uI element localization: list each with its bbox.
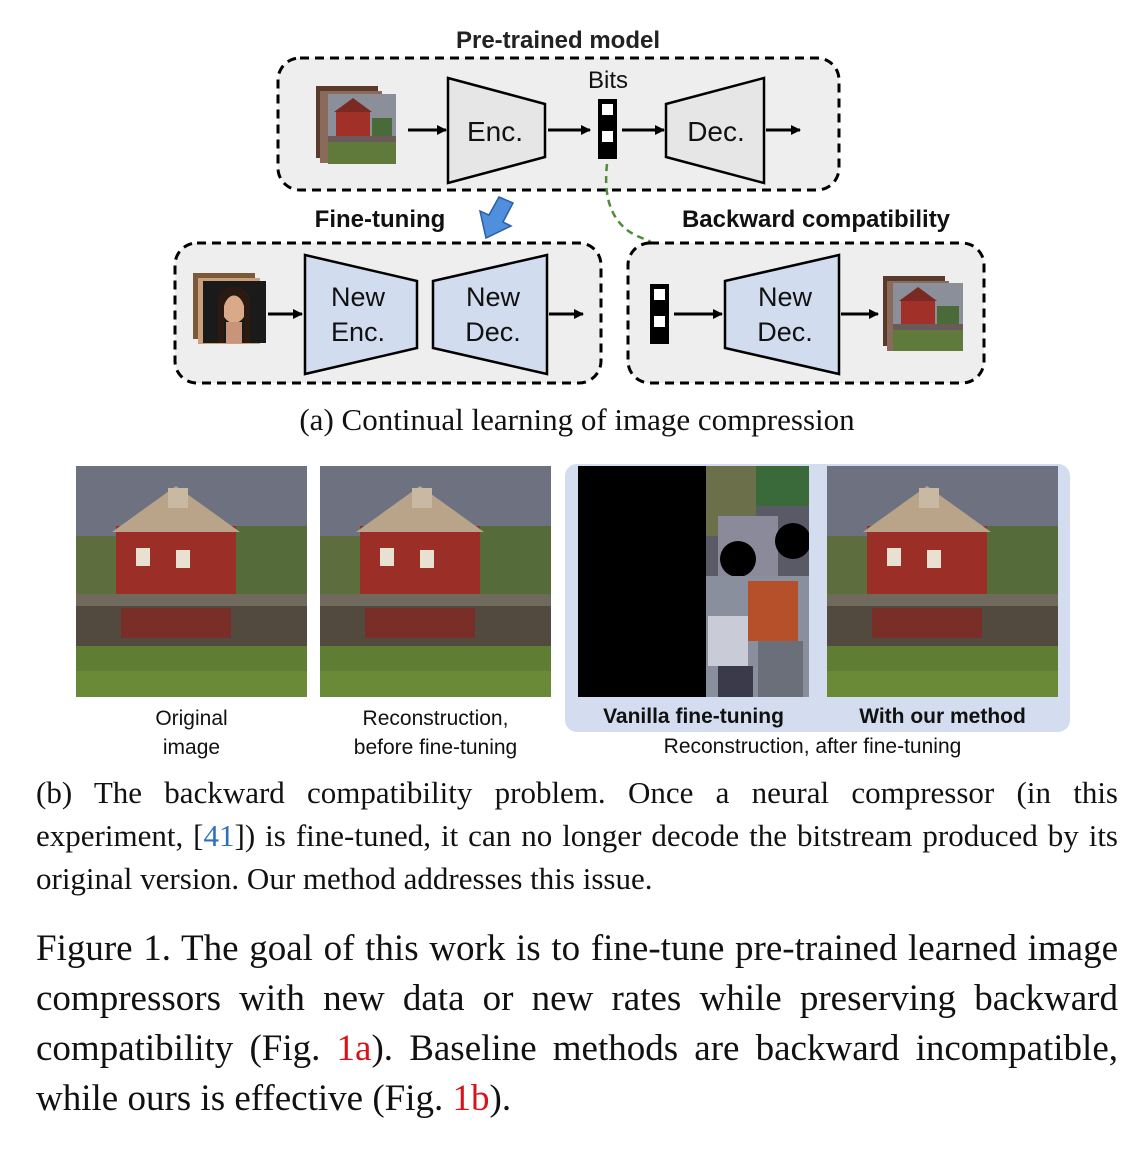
bits-icon bbox=[598, 99, 617, 159]
reconstruction-before-image bbox=[320, 466, 551, 697]
finetuning-arrow-icon bbox=[478, 196, 515, 240]
new-decoder-backward-label-line1: New bbox=[758, 282, 813, 312]
new-decoder-block-finetune bbox=[431, 253, 549, 376]
recon-label-line1: Reconstruction, bbox=[362, 707, 509, 730]
portrait-image-stack bbox=[193, 273, 266, 344]
new-decoder-label-line1: New bbox=[466, 282, 521, 312]
reconstruction-before-label: Reconstruction, before fine-tuning bbox=[300, 704, 571, 762]
original-image bbox=[76, 466, 307, 697]
compression-diagram: Pre-trained model Enc. Bits Dec. Fine-tu… bbox=[173, 27, 986, 437]
bits-icon-backward bbox=[650, 284, 669, 344]
pretrained-title: Pre-trained model bbox=[456, 27, 660, 54]
original-label-line1: Original bbox=[155, 707, 228, 730]
bits-label: Bits bbox=[588, 67, 628, 94]
output-barn-thumbnail bbox=[893, 283, 963, 351]
caption-b: (b) The backward compatibility problem. … bbox=[36, 771, 1118, 900]
decoder-block bbox=[664, 76, 766, 185]
encoder-block bbox=[446, 76, 547, 185]
figure-ref-1b[interactable]: 1b bbox=[452, 1078, 490, 1119]
output-image-stack bbox=[883, 276, 963, 351]
figure-caption-text-2: ). Baseline methods are backward incompa… bbox=[36, 1028, 1119, 1119]
portrait-thumbnail bbox=[203, 281, 266, 343]
figure-caption: Figure 1. The goal of this work is to fi… bbox=[36, 924, 1118, 1124]
figure-caption-text-3: ). bbox=[489, 1078, 512, 1119]
original-image-label: Original image bbox=[76, 704, 307, 762]
barn-thumbnail bbox=[328, 94, 396, 164]
encoder-label: Enc. bbox=[467, 116, 523, 147]
new-encoder-label-line1: New bbox=[331, 282, 386, 312]
caption-b-text-1: (b) The backward compatibility problem. … bbox=[36, 775, 1118, 853]
figure-ref-1a[interactable]: 1a bbox=[336, 1028, 372, 1069]
with-our-method-image bbox=[827, 466, 1058, 697]
after-finetuning-label: Reconstruction, after fine-tuning bbox=[663, 735, 962, 758]
decoder-label: Dec. bbox=[687, 116, 745, 147]
with-our-method-label: With our method bbox=[859, 705, 1026, 728]
new-encoder-label-line2: Enc. bbox=[331, 317, 385, 347]
vanilla-finetuning-label: Vanilla fine-tuning bbox=[603, 705, 784, 728]
citation-link-41[interactable]: 41 bbox=[203, 818, 235, 853]
vanilla-finetuning-image bbox=[578, 466, 809, 697]
original-label-line2: image bbox=[162, 736, 221, 759]
input-image-stack bbox=[316, 86, 396, 164]
new-encoder-block bbox=[303, 253, 419, 376]
backward-title: Backward compatibility bbox=[682, 206, 951, 233]
backward-dashed-arrow bbox=[604, 163, 664, 278]
finetuning-title: Fine-tuning bbox=[315, 206, 446, 233]
new-decoder-backward-label-line2: Dec. bbox=[757, 317, 813, 347]
caption-a: (a) Continual learning of image compress… bbox=[299, 402, 855, 437]
new-decoder-block-backward bbox=[723, 253, 841, 376]
new-decoder-label-line2: Dec. bbox=[465, 317, 521, 347]
caption-b-text-2: ]) is fine-tuned, it can no longer decod… bbox=[36, 818, 1118, 896]
figure-caption-text-1: Figure 1. The goal of this work is to fi… bbox=[36, 928, 1118, 1069]
recon-label-line2: before fine-tuning bbox=[353, 736, 518, 759]
